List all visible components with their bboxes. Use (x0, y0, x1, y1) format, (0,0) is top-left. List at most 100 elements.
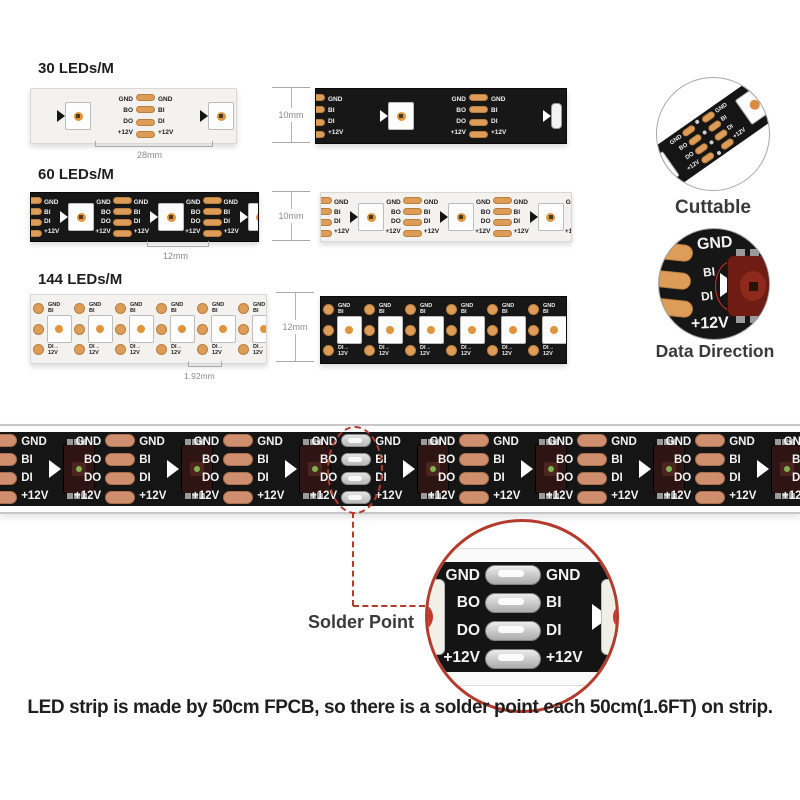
pad-label: DO (101, 218, 111, 226)
pad-label: BI (461, 309, 467, 315)
led-chip (208, 102, 234, 130)
solder-pad (112, 230, 132, 237)
pad-label: BO (83, 454, 102, 466)
pad-label: DO (123, 118, 133, 125)
solder-pad-column (197, 303, 208, 355)
solder-pad (487, 304, 498, 315)
solder-pad-column (323, 304, 334, 356)
pad-label: 12V (89, 350, 99, 356)
pad-label: GND (423, 199, 439, 206)
pad-label: DO (456, 621, 480, 639)
solder-pad (202, 219, 222, 226)
led-pin (736, 316, 745, 323)
led-chip (63, 439, 96, 499)
led-chip (459, 316, 485, 344)
pad-label: +12V (95, 227, 111, 235)
data-direction-arrow-icon (757, 460, 770, 478)
data-direction-arrow-icon (380, 110, 388, 122)
solder-pad (446, 345, 457, 356)
pad-label: DI→ (543, 345, 554, 351)
pad-label: BI (334, 208, 341, 216)
pad-label: +12V (546, 648, 583, 666)
pad-label: GND (729, 436, 755, 448)
solder-pad (115, 303, 126, 314)
pad-label: GND (186, 199, 201, 206)
pad-label: GND (546, 567, 581, 584)
solder-pad (469, 130, 488, 138)
pad-label: GND (89, 302, 102, 308)
pad-label: +12V (546, 490, 574, 502)
pad-label: +12V (334, 227, 350, 235)
led-chip (358, 203, 385, 231)
pad-label: BI (338, 309, 344, 315)
pad-label: GND (502, 303, 515, 309)
led-pin (421, 439, 428, 445)
solder-pad (577, 434, 608, 447)
solder-pad (112, 197, 132, 204)
solder-pad (699, 150, 716, 165)
solder-point-highlight (327, 426, 383, 514)
pad-label: GND (338, 303, 351, 309)
pad-label: DI (334, 218, 341, 226)
solder-pad (136, 118, 155, 126)
led-pin (74, 439, 81, 445)
solder-pad (31, 208, 42, 215)
solder-pad (0, 491, 18, 504)
solder-pad (364, 345, 375, 356)
pad-label: BI (257, 454, 269, 466)
pad-label: GND (133, 199, 149, 206)
dimension-pitch-144: 1.92mm (184, 371, 215, 381)
pad-label: BI (130, 308, 136, 314)
led-pin (764, 249, 769, 256)
solder-pad (695, 491, 726, 504)
solder-pad-column (74, 303, 85, 355)
pad-label: BO (673, 454, 692, 466)
solder-pad (321, 208, 332, 215)
pad-label: DI (491, 118, 498, 125)
dense-bottom-labels: DI→12V (500, 345, 526, 357)
pad-label: GND (547, 436, 574, 448)
solder-pad (528, 324, 539, 336)
pad-label: BI (491, 107, 498, 114)
solder-pad (577, 491, 608, 504)
led-pin (199, 439, 206, 445)
pad-label: DO (391, 218, 401, 226)
pad-label: DI→ (171, 344, 182, 350)
led-pin (657, 493, 664, 499)
pad-label: DI (493, 472, 505, 484)
data-direction-arrow-icon (521, 460, 534, 478)
pad-label: +12V (611, 490, 639, 502)
data-direction-arrow-icon (239, 211, 248, 223)
solder-pad-column (528, 304, 539, 356)
dense-bottom-labels: DI→12V (46, 344, 72, 356)
solder-pad (238, 344, 249, 355)
pad-label: BI (611, 454, 623, 466)
pad-label: GND (75, 436, 102, 448)
solder-pad (659, 268, 692, 291)
pad-label: BI (420, 309, 426, 315)
pad-label: DI (729, 472, 741, 484)
pad-label: DO (673, 472, 692, 484)
solder-pad (485, 621, 541, 641)
led-chip (210, 315, 236, 343)
led-pin (782, 439, 789, 445)
led-chip (727, 249, 769, 323)
solder-pad (202, 197, 222, 204)
